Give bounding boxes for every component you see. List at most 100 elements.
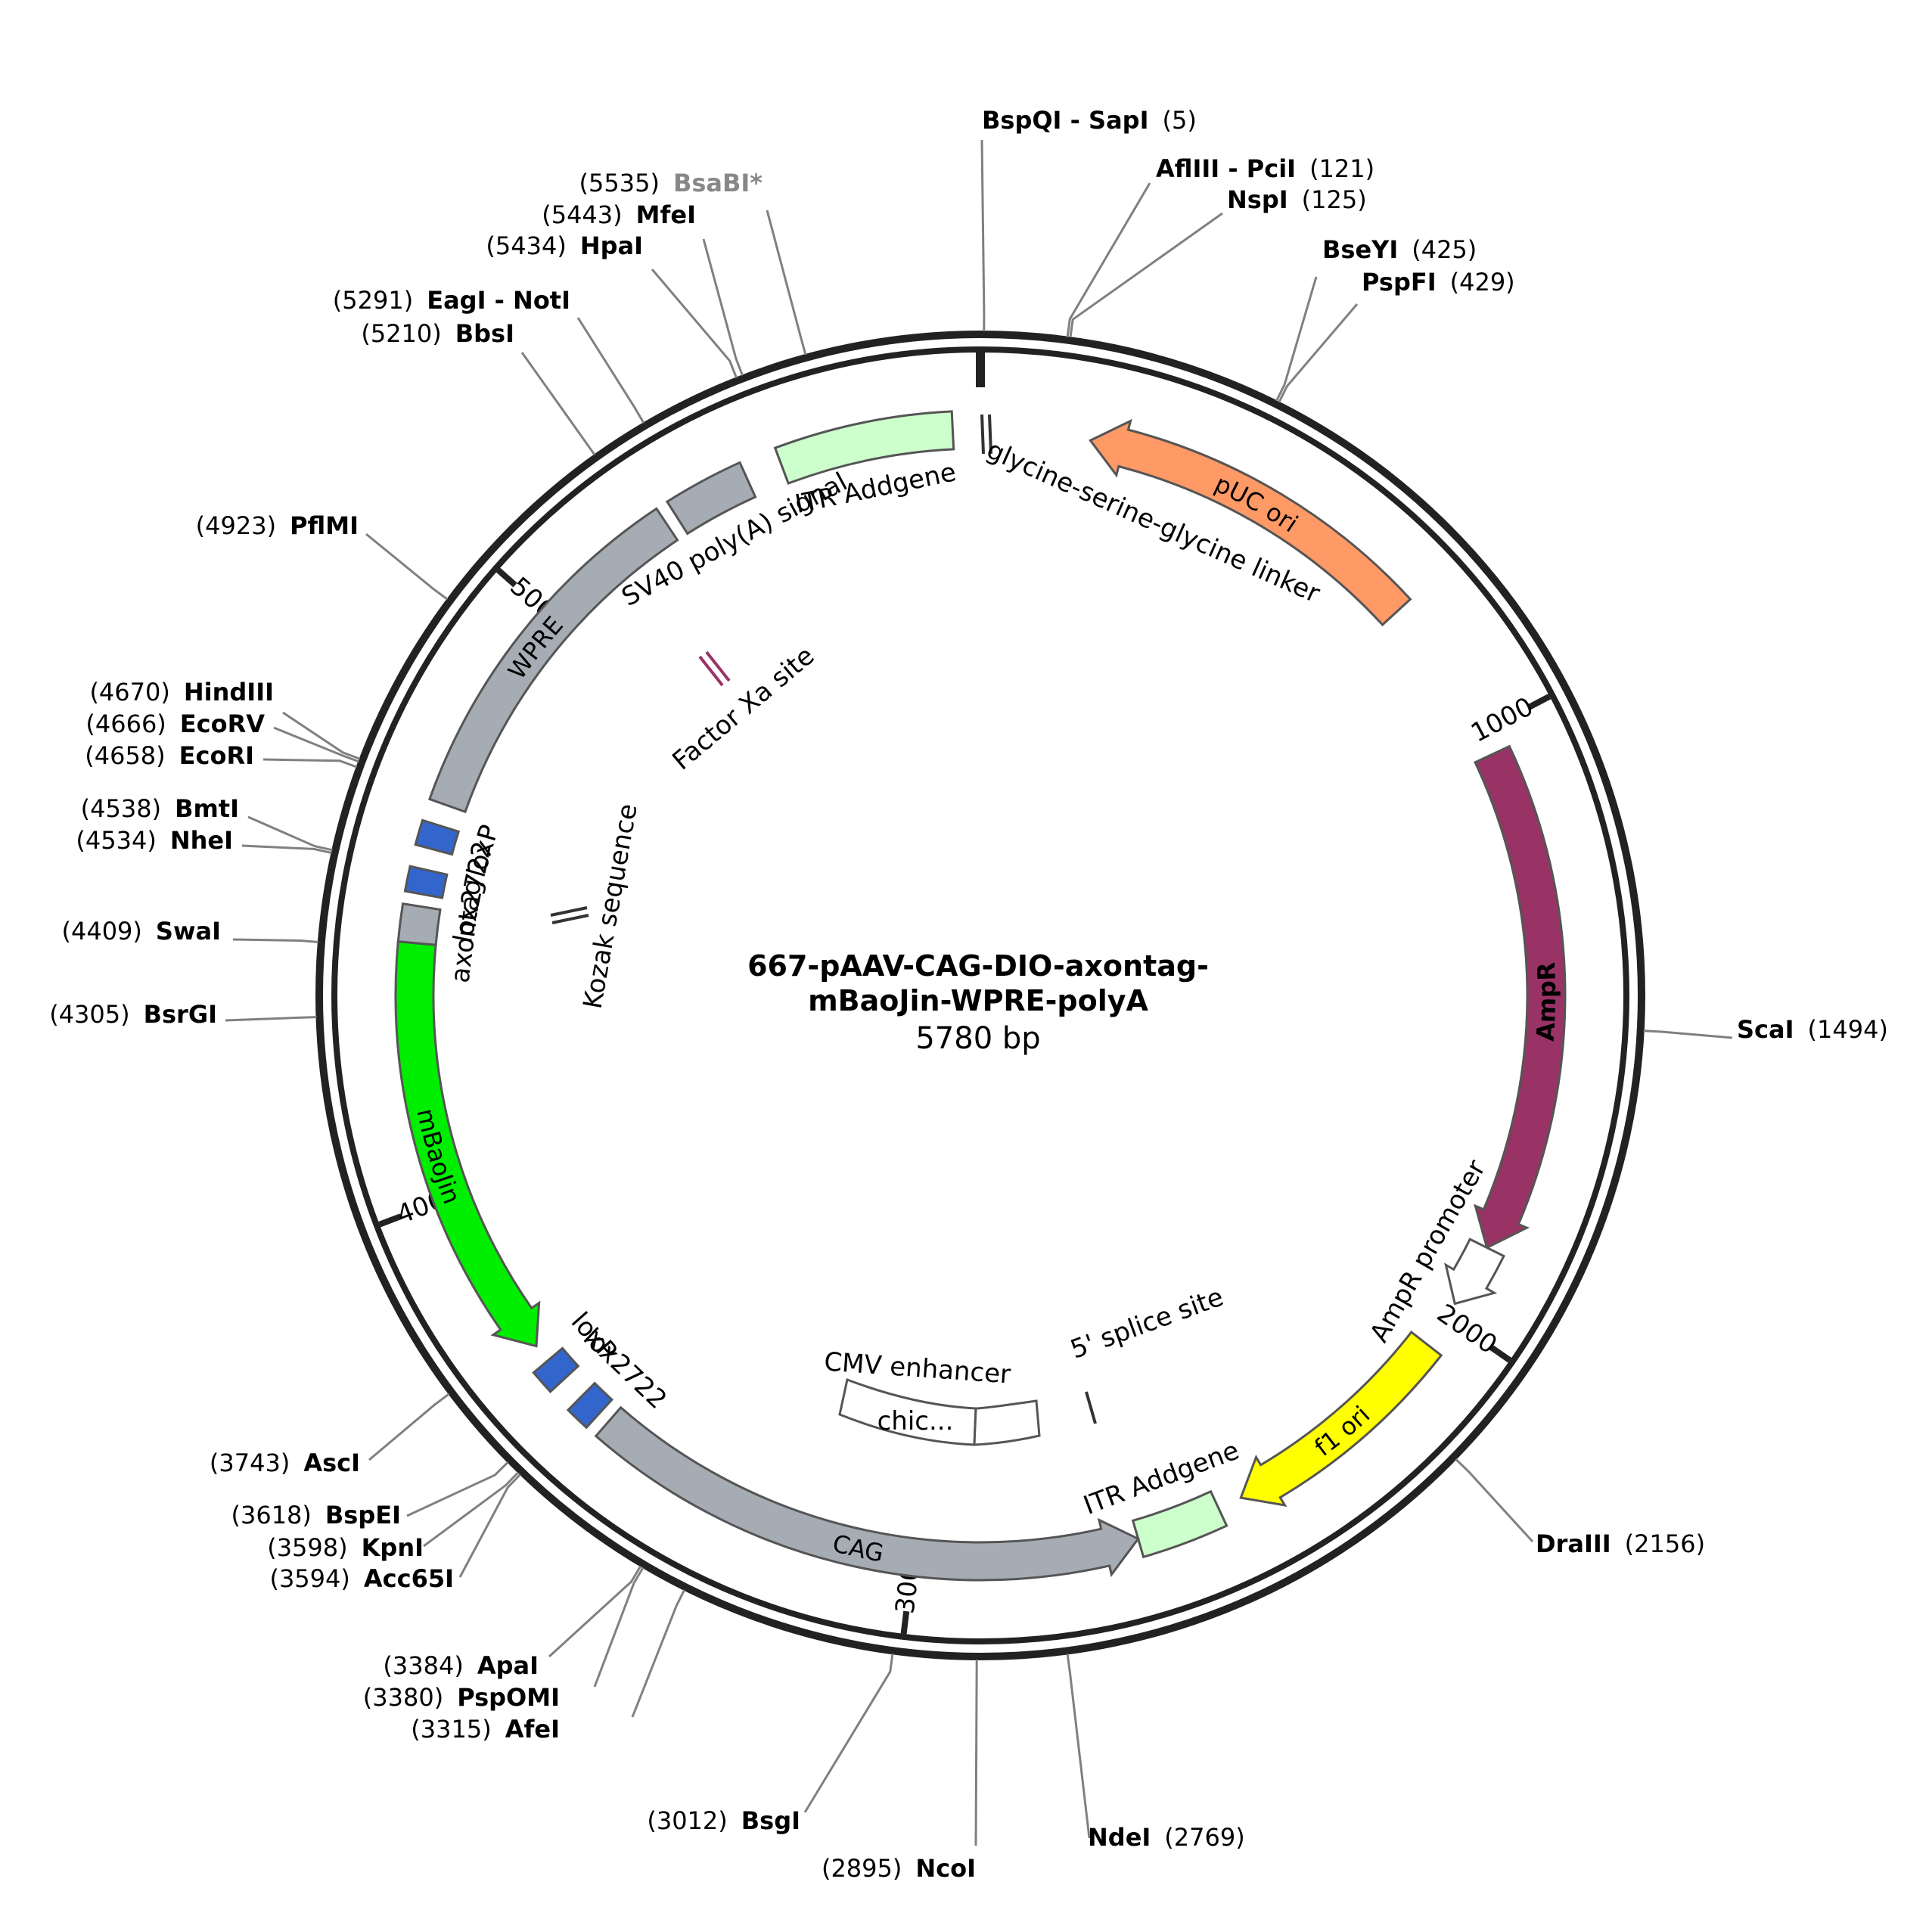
backbone-outer-ring: [315, 331, 1645, 1660]
feature-label-ampr: AmpR: [1531, 961, 1561, 1042]
inner-feature-splice-mark: [1085, 1391, 1097, 1424]
site-label-7: NdeI(2769): [1088, 1823, 1245, 1852]
site-line-15: [406, 1461, 509, 1517]
site-line-27: [651, 269, 738, 378]
site-position-29: (5535): [579, 169, 660, 197]
site-line-11: [593, 1567, 645, 1688]
site-label-29: (5535)BsaBI*: [579, 169, 763, 197]
site-position-10: (3315): [411, 1715, 491, 1744]
site-position-2: (125): [1302, 185, 1367, 214]
site-label-2: NspI (125): [1227, 185, 1367, 214]
inner-feature-kozak-mark-2: [551, 914, 589, 924]
site-line-24: [365, 533, 449, 601]
site-position-0: (5): [1162, 106, 1196, 135]
site-name-23: HindIII: [184, 678, 274, 706]
site-name-2: NspI: [1227, 185, 1288, 214]
site-line-21: [262, 758, 358, 769]
feature-loxp-1: [532, 1346, 580, 1393]
tick-5000: [495, 567, 517, 588]
site-label-11: (3380)PspOMI: [363, 1683, 560, 1712]
site-label-28: (5443) MfeI: [542, 200, 696, 229]
inner-feature-factor-xa-mark-1: [698, 655, 724, 687]
site-label-18: (4409) SwaI: [61, 917, 221, 946]
site-position-28: (5443): [542, 200, 622, 229]
site-name-14: KpnI: [362, 1533, 424, 1562]
site-label-15: (3618)BspEI: [231, 1501, 401, 1529]
site-line-8: [974, 1659, 978, 1846]
feature-mbaojin: [394, 940, 541, 1348]
site-label-10: (3315) AfeI: [411, 1715, 560, 1744]
site-position-24: (4923): [196, 511, 276, 540]
site-name-3: BseYI: [1322, 235, 1398, 264]
site-label-27: (5434)HpaI: [486, 231, 643, 260]
site-position-7: (2769): [1164, 1823, 1244, 1852]
site-position-22: (4666): [85, 710, 166, 738]
site-position-19: (4534): [76, 826, 156, 855]
site-label-25: (5210)BbsI: [361, 319, 514, 348]
site-line-28: [702, 238, 744, 376]
site-name-0: BspQI - SapI: [982, 106, 1148, 135]
site-position-21: (4658): [85, 741, 165, 770]
site-line-23: [282, 711, 361, 760]
site-label-22: (4666) EcoRV: [85, 710, 265, 738]
plasmid-size: 5780 bp: [915, 1021, 1040, 1056]
site-name-28: MfeI: [636, 200, 696, 229]
inner-feature-chic-box: [973, 1399, 1041, 1446]
site-line-19: [241, 844, 332, 855]
site-label-19: (4534)NheI: [76, 826, 233, 855]
backbone-inner-ring: [331, 346, 1629, 1644]
site-label-0: BspQI - SapI (5): [982, 106, 1197, 135]
site-position-18: (4409): [61, 917, 141, 946]
site-name-6: DraIII: [1536, 1529, 1611, 1558]
site-name-22: EcoRV: [180, 710, 265, 738]
site-name-24: PflMI: [290, 511, 359, 540]
site-position-26: (5291): [333, 286, 413, 315]
feature-loxp-2: [414, 818, 461, 856]
site-label-20: (4538)BmtI: [81, 794, 239, 823]
site-label-13: (3594)Acc65I: [269, 1564, 454, 1593]
site-position-13: (3594): [269, 1564, 349, 1593]
site-name-20: BmtI: [175, 794, 239, 823]
site-position-15: (3618): [231, 1501, 311, 1529]
inner-feature-kozak-mark-1: [550, 906, 588, 917]
site-line-17: [225, 1016, 317, 1022]
site-name-25: BbsI: [455, 319, 514, 348]
site-position-27: (5434): [486, 231, 566, 260]
plasmid-name-line1: 667-pAAV-CAG-DIO-axontag-: [747, 949, 1209, 983]
site-position-8: (2895): [822, 1854, 902, 1883]
site-name-10: AfeI: [505, 1715, 560, 1744]
center-title: 667-pAAV-CAG-DIO-axontag- mBaoJin-WPRE-p…: [747, 949, 1209, 1056]
tick-2000: [1489, 1344, 1512, 1363]
site-line-12: [548, 1565, 642, 1658]
site-position-5: (1494): [1808, 1015, 1888, 1044]
site-label-24: (4923) PflMI: [196, 511, 359, 540]
site-label-21: (4658)EcoRI: [85, 741, 254, 770]
feature-lox2722-1: [566, 1381, 614, 1430]
site-label-14: (3598)KpnI: [267, 1533, 424, 1562]
site-name-4: PspFI: [1362, 268, 1437, 297]
site-line-10: [631, 1589, 685, 1718]
inner-feature-splice-label: 5' splice site: [1067, 1282, 1228, 1365]
site-line-9: [803, 1654, 894, 1813]
site-name-1: AflIII - PciI: [1156, 154, 1296, 183]
site-name-9: BsgI: [741, 1806, 800, 1835]
inner-feature-gsg-mark-2: [988, 414, 992, 455]
inner-feature-chic-label: chic...: [877, 1406, 954, 1436]
site-line-20: [247, 815, 333, 852]
tick-label-1000: 1000: [1466, 691, 1538, 749]
feature-itr-addgene-2: [1131, 1489, 1228, 1559]
site-position-12: (3384): [383, 1651, 463, 1680]
inner-feature-factor-xa-mark-2: [705, 651, 731, 682]
site-line-4: [1278, 303, 1359, 403]
site-name-18: SwaI: [156, 917, 221, 946]
site-label-4: PspFI(429): [1362, 268, 1515, 297]
inner-feature-gsg-mark-1: [980, 414, 985, 455]
feature-label-text-ampr: AmpR: [1531, 961, 1561, 1042]
site-name-8: NcoI: [915, 1854, 976, 1883]
site-label-5: ScaI(1494): [1737, 1015, 1888, 1044]
site-position-1: (121): [1309, 154, 1374, 183]
site-line-6: [1455, 1458, 1534, 1543]
feature-itr-addgene-1: [773, 410, 955, 485]
